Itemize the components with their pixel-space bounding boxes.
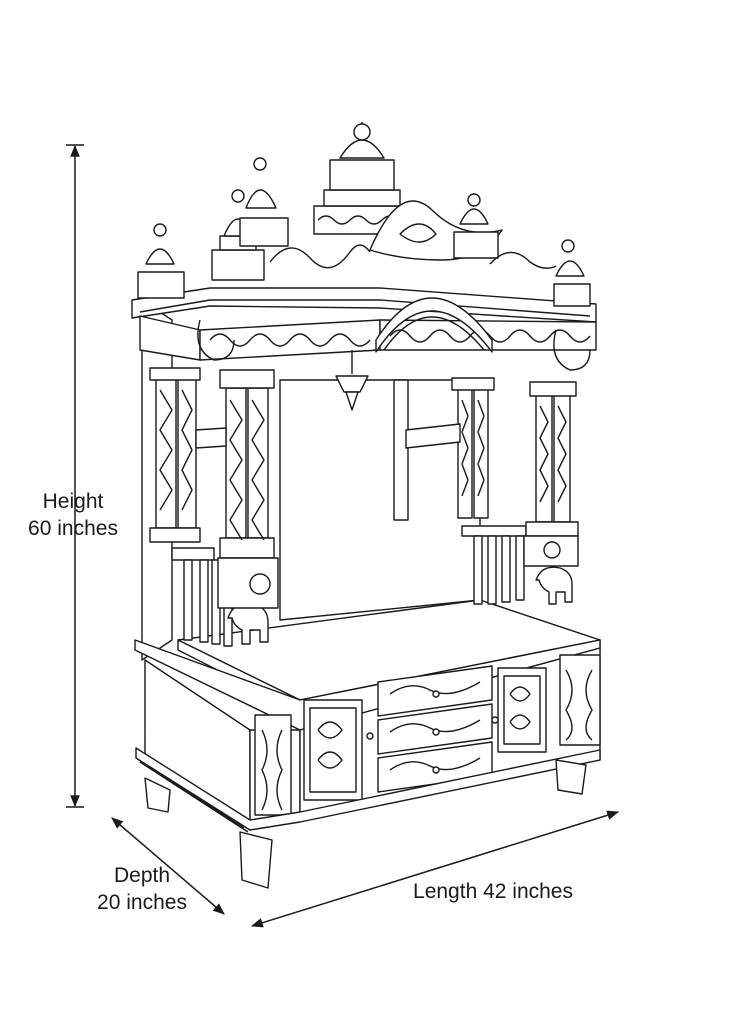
canopy-slab [131, 287, 597, 323]
drawer-stack [366, 665, 499, 793]
pillar-front-right [523, 381, 579, 567]
pillar-back-right [451, 377, 495, 519]
back-panel [279, 379, 481, 621]
bracket-left [197, 319, 235, 361]
height-dimension-line [66, 144, 84, 808]
depth-name: Depth [113, 864, 171, 887]
tower-right-back [453, 193, 499, 259]
pillar-front-left [217, 369, 279, 609]
shelf-right [405, 423, 461, 449]
side-carving-left [254, 714, 292, 816]
temple-illustration [131, 122, 601, 889]
elephant-right [535, 566, 573, 605]
side-carving-right [559, 654, 601, 746]
hanging-lamp [335, 350, 369, 411]
tower-left-corner [137, 223, 185, 299]
tower-right-corner [553, 239, 591, 307]
base-plinth [135, 747, 601, 831]
bracket-right [553, 329, 591, 371]
shelf-left [195, 427, 227, 449]
carved-panel-left [303, 699, 363, 801]
foot-left [144, 777, 171, 813]
depth-label: Depth 20 inches [86, 862, 198, 917]
height-name: Height [42, 490, 104, 513]
height-value: 60 inches [28, 517, 118, 541]
right-railing [461, 525, 527, 605]
height-label: Height 60 inches [18, 488, 128, 543]
length-label: Length 42 inches [398, 878, 588, 905]
tower-left-back [239, 157, 289, 247]
carved-panel-right [497, 667, 547, 753]
depth-dimension-line [111, 817, 225, 915]
pillar-center [393, 379, 409, 521]
foot-right [555, 759, 587, 795]
depth-value: 20 inches [97, 891, 187, 915]
central-arch [375, 297, 493, 353]
foot-front-left [239, 831, 273, 889]
length-text: Length 42 inches [413, 880, 573, 903]
length-dimension-line [250, 810, 620, 928]
roof-scrolls [269, 244, 557, 269]
pillar-back-left [149, 367, 201, 543]
